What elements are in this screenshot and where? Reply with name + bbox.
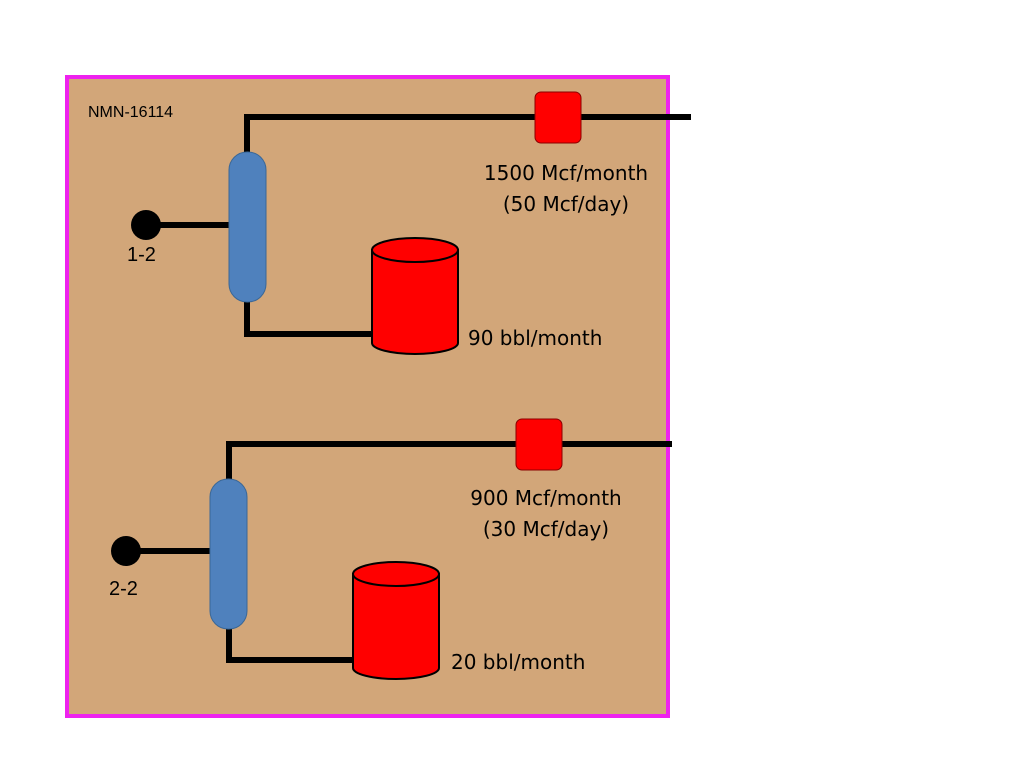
well-group-2: 2-2 900 Mcf/month (30 Mcf/day) 20 bbl/mo… — [109, 418, 672, 680]
oil-rate-label: 90 bbl/month — [468, 326, 602, 350]
oil-tank — [352, 561, 440, 680]
oil-rate-label: 20 bbl/month — [451, 650, 585, 674]
well-id-label: 2-2 — [109, 578, 138, 600]
oil-pipeline — [244, 298, 374, 337]
gas-rate-day-label: (30 Mcf/day) — [483, 517, 609, 541]
well-group-1: 1-2 1500 Mcf/month (50 Mcf/day) 90 bbl/m… — [127, 91, 691, 355]
oil-pipeline — [226, 625, 356, 663]
wellhead-icon — [111, 536, 141, 566]
gas-rate-day-label: (50 Mcf/day) — [503, 192, 629, 216]
wellhead-icon — [131, 210, 161, 240]
separator-vessel — [209, 478, 248, 630]
gas-rate-month-label: 1500 Mcf/month — [484, 161, 648, 185]
oil-tank — [371, 237, 459, 355]
gas-rate-month-label: 900 Mcf/month — [470, 486, 621, 510]
gas-meter — [534, 91, 582, 144]
well-id-label: 1-2 — [127, 244, 156, 266]
gas-meter — [515, 418, 563, 471]
lease-name: NMN-16114 — [88, 104, 173, 121]
separator-vessel — [228, 151, 267, 303]
